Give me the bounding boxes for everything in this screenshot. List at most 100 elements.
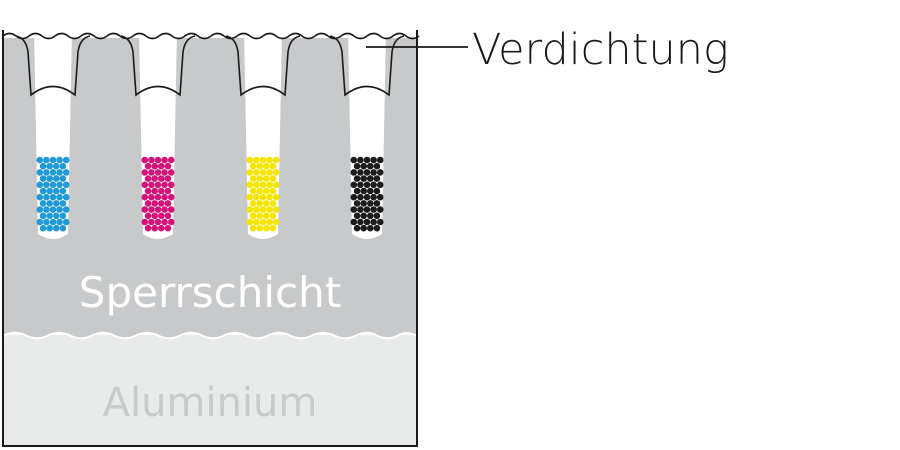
dye-particle-magenta	[161, 169, 168, 176]
dye-particle-black	[360, 212, 368, 220]
layer-boundary	[2, 331, 418, 340]
dye-particle-yellow	[263, 187, 270, 195]
dye-particle-magenta	[141, 169, 149, 176]
sealing-zone	[2, 30, 420, 97]
dye-particle-black	[350, 206, 358, 213]
dye-particle-magenta	[144, 187, 152, 195]
pore-yellow	[244, 30, 282, 239]
dye-particle-magenta	[158, 175, 165, 182]
dye-particle-black	[353, 175, 361, 182]
dye-particle-black	[367, 175, 374, 182]
dye-particle-yellow	[263, 162, 270, 170]
dye-particle-cyan	[43, 156, 50, 164]
dye-particle-magenta	[148, 206, 155, 213]
dye-particle-magenta	[141, 156, 149, 164]
dye-particle-yellow	[249, 224, 257, 232]
dye-particle-yellow	[256, 187, 264, 195]
dye-particle-yellow	[253, 218, 260, 226]
dye-particle-yellow	[253, 206, 260, 213]
dye-particle-yellow	[272, 169, 280, 176]
dye-particle-black	[353, 187, 361, 195]
dye-particle-magenta	[164, 200, 172, 207]
dye-particle-magenta	[148, 156, 155, 164]
dye-particle-black	[363, 193, 371, 201]
dye-particle-black	[360, 200, 368, 207]
dye-particle-cyan	[56, 169, 63, 176]
dye-particle-black	[376, 206, 384, 213]
dye-particle-yellow	[249, 212, 257, 220]
dye-particle-cyan	[39, 224, 47, 232]
dye-particle-magenta	[151, 175, 158, 182]
frame-outline	[2, 30, 418, 447]
dye-particle-black	[353, 212, 361, 220]
dye-particle-black	[360, 175, 368, 182]
dye-particle-black	[370, 193, 377, 201]
dye-particle-yellow	[263, 212, 270, 220]
dye-particle-yellow	[256, 162, 264, 170]
dye-particle-black	[367, 224, 374, 232]
dye-particle-magenta	[154, 218, 162, 226]
dye-particle-magenta	[158, 187, 165, 195]
dye-particle-black	[350, 193, 358, 201]
dye-particle-black	[373, 162, 381, 170]
dye-particle-cyan	[46, 162, 53, 170]
dye-particle-yellow	[272, 193, 280, 201]
dye-particle-magenta	[158, 200, 165, 207]
dye-particle-yellow	[246, 181, 254, 189]
dye-particle-black	[376, 156, 384, 164]
dye-particle-magenta	[164, 162, 172, 170]
dye-particle-cyan	[62, 169, 70, 176]
dye-particle-magenta	[167, 218, 175, 226]
dye-particle-yellow	[269, 162, 277, 170]
dye-particle-yellow	[249, 162, 257, 170]
barrier-layer-label: Sperrschicht	[79, 268, 341, 317]
dye-particle-black	[376, 193, 384, 201]
dye-particle-black	[373, 187, 381, 195]
dye-particle-yellow	[259, 206, 267, 213]
dye-particle-black	[363, 206, 371, 213]
dye-particle-magenta	[158, 162, 165, 170]
dye-particle-cyan	[43, 193, 50, 201]
dye-particle-black	[373, 175, 381, 182]
dye-particle-black	[363, 181, 371, 189]
dye-particle-yellow	[249, 200, 257, 207]
dye-particle-magenta	[161, 218, 168, 226]
dye-particle-yellow	[266, 218, 273, 226]
dye-particle-cyan	[56, 156, 63, 164]
dye-particle-black	[373, 212, 381, 220]
dye-particle-yellow	[263, 200, 270, 207]
pore-sealing-cyan	[15, 35, 91, 97]
dye-particle-black	[350, 218, 358, 226]
dye-particle-yellow	[266, 156, 273, 164]
dye-particle-magenta	[161, 181, 168, 189]
dye-particle-cyan	[39, 162, 47, 170]
dye-particle-magenta	[151, 200, 158, 207]
dye-particle-yellow	[269, 175, 277, 182]
dye-particle-magenta	[148, 218, 155, 226]
dye-particle-black	[357, 218, 364, 226]
dye-particle-magenta	[164, 175, 172, 182]
dye-particle-cyan	[49, 218, 57, 226]
dye-particle-cyan	[62, 206, 70, 213]
dye-particle-yellow	[272, 156, 280, 164]
dye-particle-yellow	[253, 169, 260, 176]
dye-particle-cyan	[53, 224, 60, 232]
dye-particle-magenta	[141, 206, 149, 213]
dye-particle-magenta	[167, 193, 175, 201]
dye-particle-cyan	[56, 181, 63, 189]
dye-particle-magenta	[164, 224, 172, 232]
dye-particle-black	[363, 156, 371, 164]
dye-particle-black	[363, 169, 371, 176]
dye-particle-black	[376, 218, 384, 226]
dye-particle-magenta	[164, 187, 172, 195]
dye-particle-cyan	[46, 200, 53, 207]
dye-particle-cyan	[39, 187, 47, 195]
dye-particle-yellow	[263, 224, 270, 232]
dye-particle-yellow	[249, 187, 257, 195]
dye-particle-yellow	[253, 181, 260, 189]
dye-particle-yellow	[256, 175, 264, 182]
dye-particle-cyan	[59, 187, 67, 195]
dye-particle-black	[353, 162, 361, 170]
aluminium-base	[3, 335, 417, 445]
dye-particle-magenta	[148, 193, 155, 201]
